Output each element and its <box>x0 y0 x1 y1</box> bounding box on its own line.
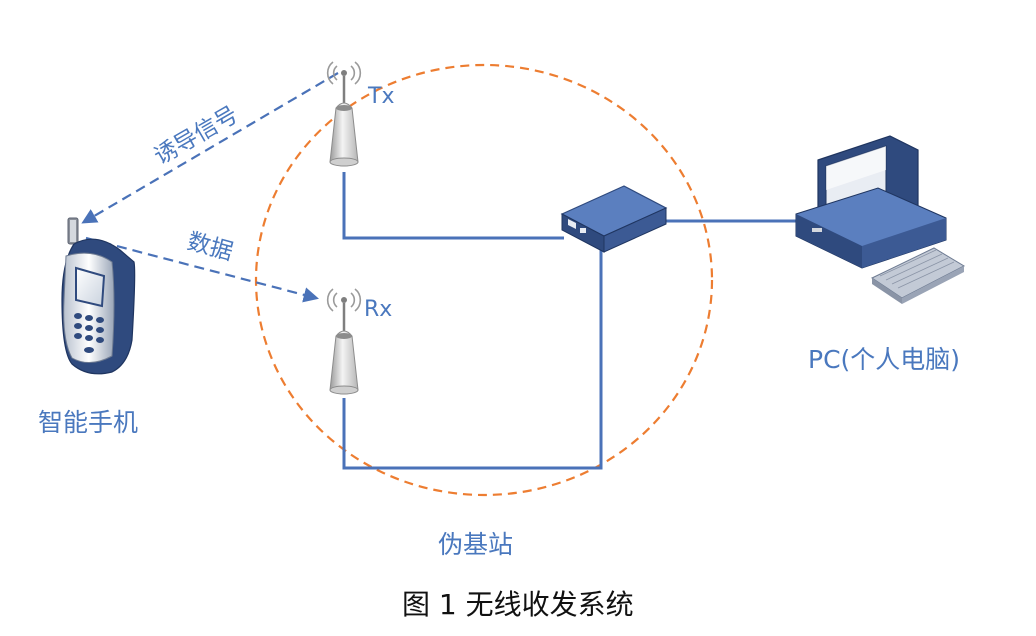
tx-label: Tx <box>367 84 394 109</box>
data-arrow <box>85 236 319 303</box>
smartphone-icon <box>61 217 136 375</box>
data-label: 数据 <box>184 229 235 266</box>
lure-signal-arrow <box>81 72 339 224</box>
rx-label: Rx <box>364 297 392 322</box>
fake-base-station-label: 伪基站 <box>438 530 513 559</box>
connection-wires <box>342 172 796 470</box>
transceiver-icon <box>560 185 668 253</box>
rx-to-transceiver-wire <box>342 246 603 470</box>
rx-antenna-icon <box>326 288 362 395</box>
smartphone-label: 智能手机 <box>38 408 138 437</box>
tx-to-transceiver-wire <box>342 172 564 240</box>
lure-signal-label: 诱导信号 <box>150 102 243 171</box>
figure-caption: 图 1 无线收发系统 <box>402 588 634 621</box>
tx-antenna-icon <box>326 61 362 167</box>
pc-label: PC(个人电脑) <box>808 345 960 374</box>
pc-icon <box>795 135 966 304</box>
fake-base-station-boundary <box>254 63 714 497</box>
